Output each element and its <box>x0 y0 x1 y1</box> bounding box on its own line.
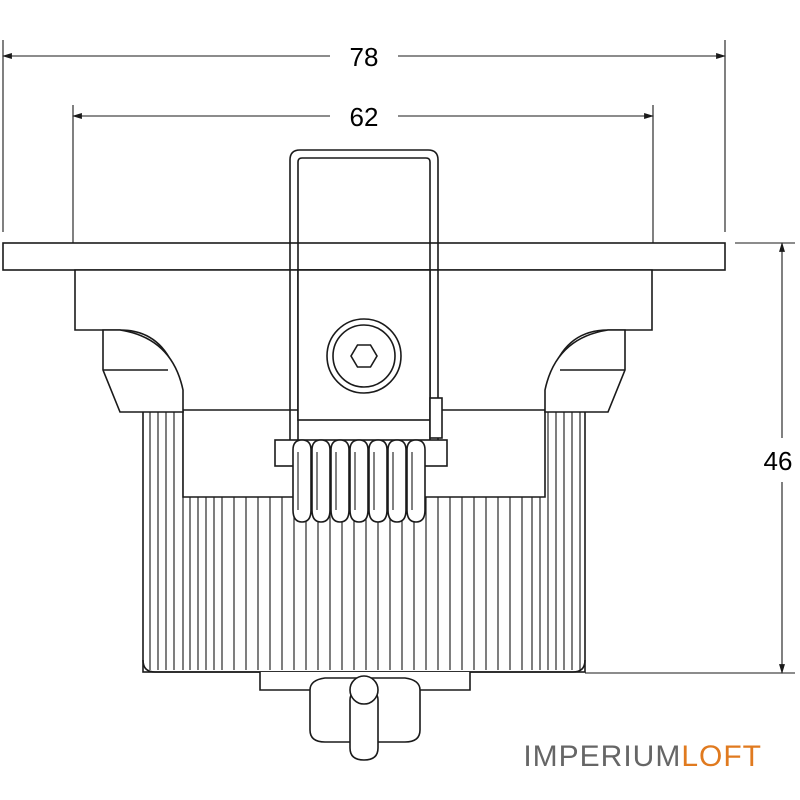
watermark-part2: LOFT <box>681 740 762 773</box>
dimension-inner-width: 62 <box>72 102 654 262</box>
hex-bolt <box>326 318 402 394</box>
dimension-height: 46 <box>585 242 795 674</box>
dimension-label-inner-width: 62 <box>350 102 379 132</box>
spring-coils <box>292 439 426 523</box>
heatsink-fins <box>149 412 581 670</box>
lens-holder <box>259 672 471 761</box>
watermark-part1: IMPERIUM <box>523 740 682 773</box>
trim-flange <box>2 242 726 271</box>
spring-clip <box>289 149 443 455</box>
dimension-outer-width: 78 <box>2 40 726 232</box>
watermark-logo: IMPERIUMLOFT <box>523 740 762 774</box>
torsion-spring <box>274 439 448 523</box>
dimension-label-height: 46 <box>764 446 793 476</box>
dimension-label-outer-width: 78 <box>350 42 379 72</box>
